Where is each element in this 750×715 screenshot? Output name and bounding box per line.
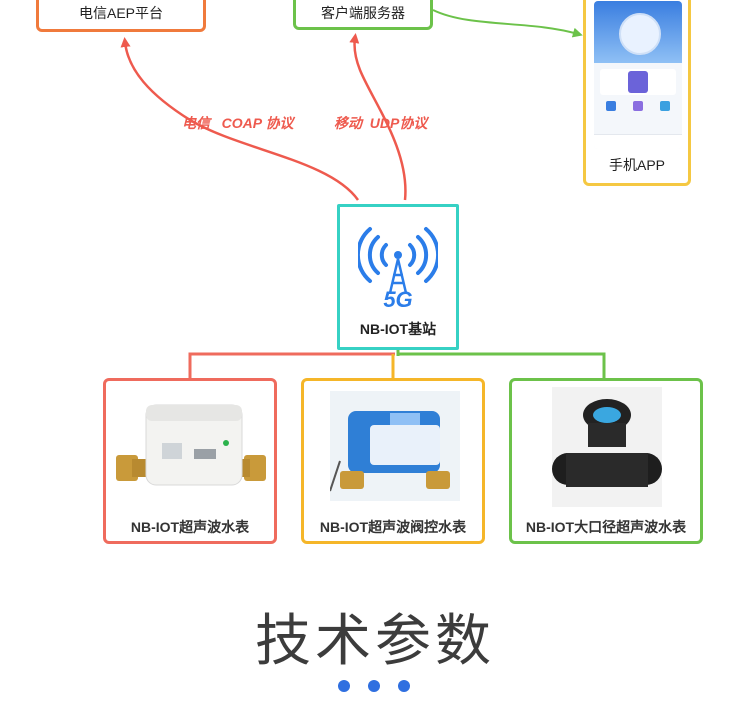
5g-tower-icon: 5G — [358, 227, 438, 312]
bus-green — [398, 352, 606, 378]
coap-protocol-label: 电信 COAP 协议 — [182, 115, 294, 131]
meter-label: NB-IOT超声波阀控水表 — [319, 519, 467, 535]
client-server-label: 客户端服务器 — [321, 5, 405, 21]
section-title: 技术参数 — [255, 609, 495, 674]
client-server-node: 客户端服务器 — [293, 0, 433, 30]
nb-iot-base-station-node: 5G NB-IOT基站 — [337, 204, 459, 350]
base-station-label: NB-IOT基站 — [359, 321, 437, 337]
meter-label: NB-IOT大口径超声波水表 — [525, 519, 687, 535]
aep-platform-label: 电信AEP平台 — [78, 5, 163, 21]
aep-platform-node: 电信AEP平台 — [36, 0, 206, 32]
bus-red — [188, 352, 395, 378]
meter-label: NB-IOT超声波水表 — [130, 519, 250, 535]
udp-protocol-label: 移动 UDP协议 — [334, 115, 428, 131]
arrow-base-to-server — [349, 33, 407, 201]
phone-app-icon — [594, 1, 682, 149]
meter-card-large-caliber: NB-IOT大口径超声波水表 — [509, 378, 703, 544]
large-caliber-water-meter-icon — [552, 387, 662, 507]
decorative-dot — [398, 680, 410, 692]
mobile-app-label: 手机APP — [608, 157, 665, 173]
arrow-base-to-aep — [120, 37, 360, 201]
svg-text:5G: 5G — [383, 287, 412, 312]
mobile-app-node: 手机APP — [583, 0, 691, 186]
meter-card-ultrasonic: NB-IOT超声波水表 — [103, 378, 277, 544]
arrow-server-to-app — [432, 9, 583, 38]
meter-card-valve: NB-IOT超声波阀控水表 — [301, 378, 485, 544]
valve-control-water-meter-icon — [330, 391, 460, 501]
ultrasonic-water-meter-icon — [116, 404, 266, 486]
decorative-dot — [368, 680, 380, 692]
decorative-dot — [338, 680, 350, 692]
